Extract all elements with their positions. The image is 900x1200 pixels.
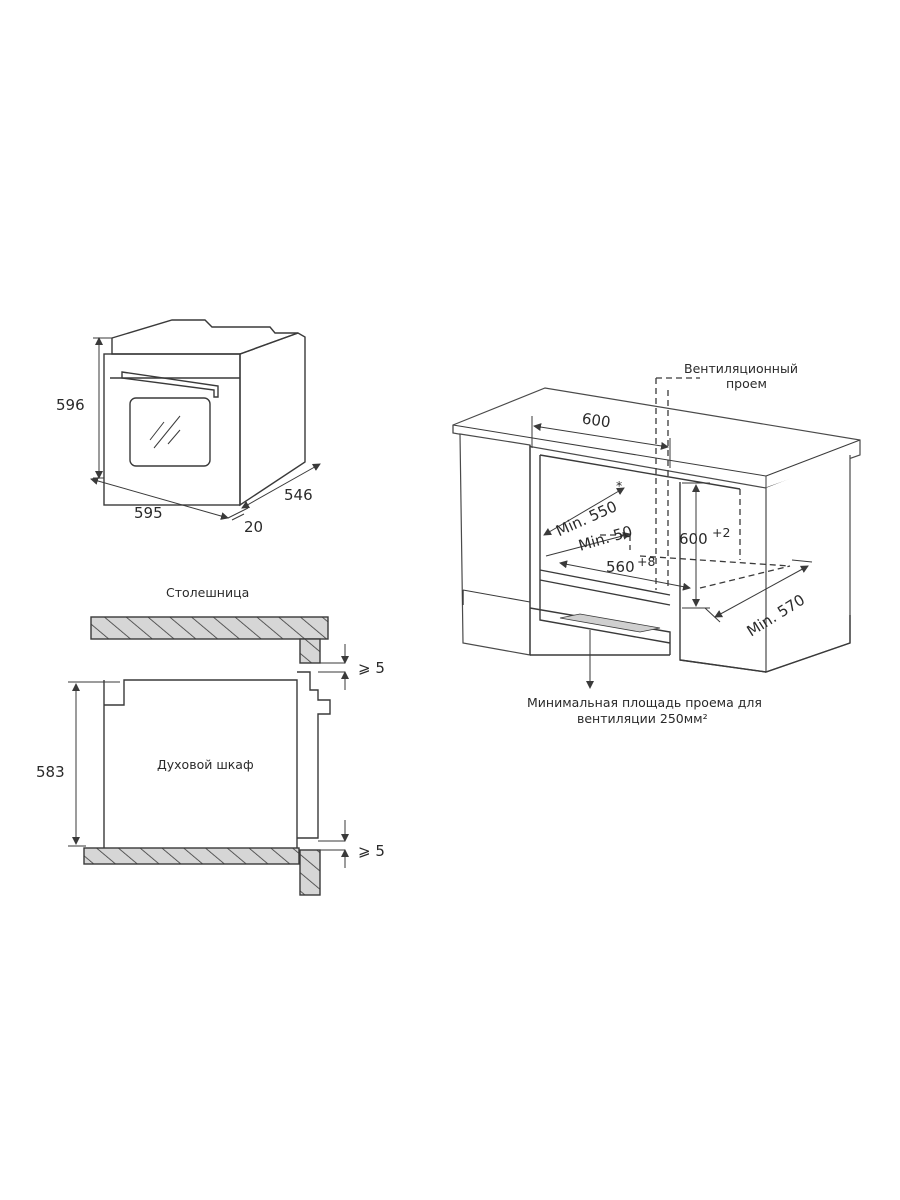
oven-3d-view	[90, 319, 321, 521]
min-550-sup: *	[616, 478, 622, 493]
vent-area-label-line2: вентиляции 250мм²	[577, 711, 708, 726]
gap-bottom-label: ⩾ 5	[358, 842, 385, 860]
cabinet-width-label: 600	[581, 410, 612, 432]
oven-height-installed: 583	[36, 763, 65, 781]
countertop-label: Столешница	[166, 585, 249, 600]
installation-side-view	[68, 616, 349, 896]
oven-door-label: 20	[244, 518, 263, 536]
oven-label: Духовой шкаф	[157, 757, 254, 772]
vent-label-line2: проем	[726, 376, 767, 391]
vent-area-label-line1: Минимальная площадь проема для	[527, 695, 762, 710]
oven-width-label: 595	[134, 504, 163, 522]
niche-width-label: 560	[606, 558, 635, 576]
oven-height-label: 596	[56, 396, 85, 414]
cabinet-3d-view	[452, 377, 861, 689]
niche-height-tolerance: +2	[712, 525, 730, 540]
oven-depth-label: 546	[284, 486, 313, 504]
niche-height-label: 600	[679, 530, 708, 548]
niche-width-tolerance: +8	[637, 554, 655, 569]
vent-label-line1: Вентиляционный	[684, 361, 798, 376]
gap-top-label: ⩾ 5	[358, 659, 385, 677]
